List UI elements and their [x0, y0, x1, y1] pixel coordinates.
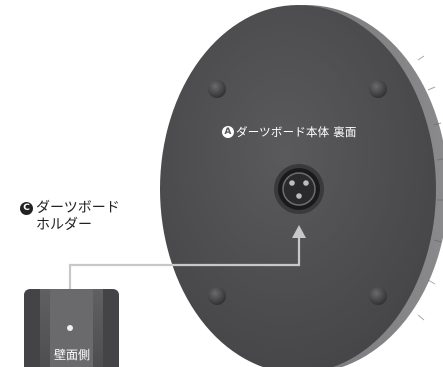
badge-c: C	[20, 202, 33, 215]
board-back-label: A ダーツボード本体 裏面	[222, 124, 357, 140]
dartboard-holder	[24, 289, 119, 367]
board-rim-ridges	[417, 55, 443, 321]
wall-side-label: 壁面側	[53, 348, 90, 362]
holder-screw-hole	[67, 325, 73, 331]
holder-left-flange	[24, 289, 40, 367]
board-back-text: ダーツボード本体 裏面	[236, 125, 357, 139]
bumper-bottom-right	[369, 287, 387, 305]
badge-a: A	[222, 126, 234, 138]
bumper-bottom-left	[208, 287, 226, 305]
holder-label-line1: ダーツボード	[36, 200, 120, 216]
holder-label-line2: ホルダー	[36, 217, 92, 233]
bumper-top-left	[208, 80, 226, 98]
board-bumpers	[208, 80, 387, 305]
center-mount	[274, 164, 324, 214]
holder-right-flange	[103, 289, 119, 367]
dartboard-body	[160, 5, 443, 367]
holder-label: C ダーツボード ホルダー	[20, 200, 120, 234]
bumper-top-right	[369, 80, 387, 98]
connector-arrow	[68, 225, 306, 289]
